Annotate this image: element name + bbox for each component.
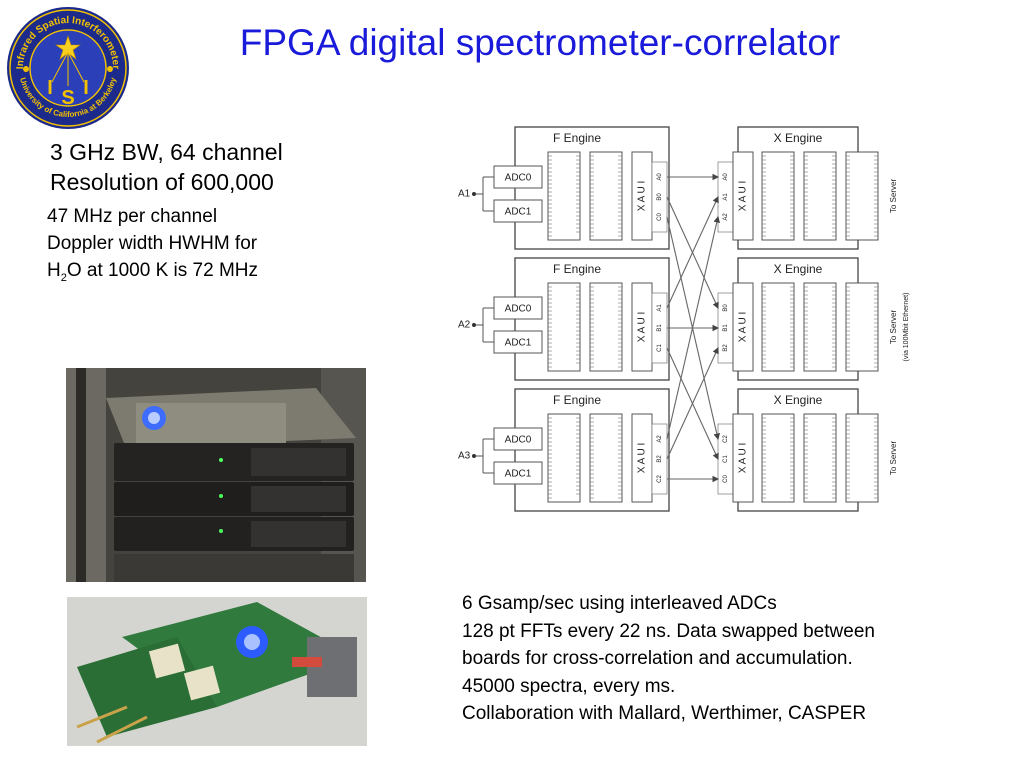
page-title: FPGA digital spectrometer-correlator (239, 22, 841, 63)
input-label-a3: A3 (458, 451, 471, 462)
output-note: (via 100Mbit Ethernet) (903, 293, 910, 362)
x-port-label: A0 (723, 173, 729, 181)
f-engine-title: F Engine (553, 393, 601, 407)
packetize-block (845, 282, 879, 372)
fft-block (547, 413, 581, 503)
f-port-label: A0 (657, 173, 663, 181)
logo-dot-right-icon (107, 66, 113, 72)
output-label: To Server (889, 310, 898, 345)
x-xaui-label: X A U I (738, 443, 749, 474)
x-xaui-block (732, 282, 754, 372)
x-port-label: B0 (723, 304, 729, 312)
photo-rack (66, 368, 366, 582)
f-xaui-label: X A U I (637, 312, 648, 343)
adc1-block (493, 199, 543, 223)
crossbar-links (666, 173, 720, 483)
integrate-block (803, 282, 837, 372)
x-engine-title: X Engine (774, 393, 823, 407)
packetize-block (845, 413, 879, 503)
quantize-block (589, 282, 623, 372)
f-port-label: A1 (657, 304, 663, 312)
adc0-label: ADC0 (505, 304, 532, 315)
x-port-label: C2 (723, 435, 729, 443)
adc0-label: ADC0 (505, 435, 532, 446)
spec-detail: 47 MHz per channel Doppler width HWHM fo… (47, 203, 258, 292)
output-label: To Server (889, 441, 898, 476)
adc0-label: ADC0 (505, 173, 532, 184)
quantize-block (589, 413, 623, 503)
logo-letter-s: S (61, 87, 74, 109)
f-port-label: C2 (657, 475, 663, 483)
note-collaboration: Collaboration with Mallard, Werthimer, C… (462, 703, 867, 724)
x-engine-box (737, 126, 859, 250)
x-xaui-block (732, 413, 754, 503)
engine-row-2: A2F EngineADC0ADC1FFTQuantizeX A U IA1B1… (458, 257, 910, 381)
fft-block (547, 151, 581, 241)
adc0-block (493, 165, 543, 189)
note-sampling: 6 Gsamp/sec using interleaved ADCs (462, 593, 777, 614)
adc0-block (493, 427, 543, 451)
x-port-label: B2 (723, 344, 729, 352)
logo-letter-i1: I (47, 77, 53, 99)
x-port-label: B1 (723, 324, 729, 332)
spec-bandwidth: 3 GHz BW, 64 channel (50, 139, 283, 165)
x-port-label: A1 (723, 193, 729, 201)
note-fft: 128 pt FFTs every 22 ns. Data swapped be… (462, 620, 875, 642)
f-port-label: B0 (657, 193, 663, 201)
logo-letter-i2: I (83, 77, 89, 99)
note-correlation: boards for cross-correlation and accumul… (462, 648, 853, 669)
cross-multiply-block (761, 282, 795, 372)
f-port-label: B2 (657, 455, 663, 463)
quantize-block (589, 151, 623, 241)
x-engine-box (737, 388, 859, 512)
x-xaui-block (732, 151, 754, 241)
x-port-label: C0 (723, 475, 729, 483)
integrate-block (803, 413, 837, 503)
spec-main: 3 GHz BW, 64 channel Resolution of 600,0… (50, 137, 283, 197)
x-engine-title: X Engine (774, 262, 823, 276)
f-port-label: C1 (657, 344, 663, 352)
fft-block (547, 282, 581, 372)
packetize-block (845, 151, 879, 241)
f-port-label: B1 (657, 324, 663, 332)
spec-resolution: Resolution of 600,000 (50, 169, 274, 195)
x-xaui-label: X A U I (738, 312, 749, 343)
f-port-label: A2 (657, 435, 663, 443)
adc0-block (493, 296, 543, 320)
x-xaui-label: X A U I (738, 181, 749, 212)
cross-multiply-block (761, 413, 795, 503)
adc1-block (493, 461, 543, 485)
f-xaui-label: X A U I (637, 443, 648, 474)
integrate-block (803, 151, 837, 241)
f-engine-title: F Engine (553, 262, 601, 276)
f-xaui-label: X A U I (637, 181, 648, 212)
logo-dot-left-icon (23, 66, 29, 72)
f-engine-title: F Engine (553, 131, 601, 145)
adc1-block (493, 330, 543, 354)
adc1-label: ADC1 (505, 207, 532, 218)
adc1-label: ADC1 (505, 338, 532, 349)
input-label-a2: A2 (458, 320, 471, 331)
f-port-label: C0 (657, 213, 663, 221)
x-port-label: C1 (723, 455, 729, 463)
output-label: To Server (889, 179, 898, 214)
notes: 6 Gsamp/sec using interleaved ADCs 128 p… (462, 590, 875, 728)
input-label-a1: A1 (458, 189, 471, 200)
cross-multiply-block (761, 151, 795, 241)
isi-logo: Infrared Spatial Interferometer Universi… (7, 7, 129, 129)
photo-board (67, 597, 367, 746)
adc1-label: ADC1 (505, 469, 532, 480)
x-engine-title: X Engine (774, 131, 823, 145)
x-port-label: A2 (723, 213, 729, 221)
spec-water-line: H2O at 1000 K is 72 MHz (47, 260, 259, 284)
x-engine-box (737, 257, 859, 381)
block-diagram: A1F EngineADC0ADC1FFTQuantizeX A U IA0B0… (458, 126, 910, 512)
note-spectra: 45000 spectra, every ms. (462, 675, 676, 697)
spec-doppler: Doppler width HWHM for (47, 233, 258, 254)
spec-channel-width: 47 MHz per channel (47, 206, 218, 227)
